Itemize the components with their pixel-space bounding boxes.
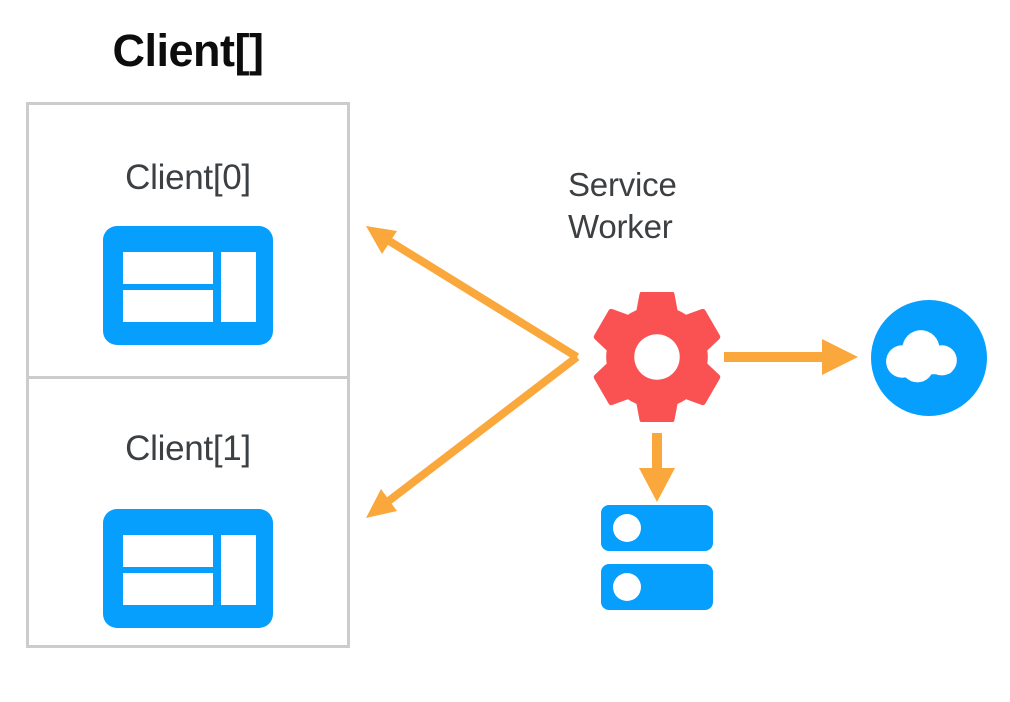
browser-pane-top	[123, 535, 213, 567]
browser-pane-side	[221, 252, 256, 322]
browser-window-icon	[103, 509, 273, 628]
arrow-service-worker-to-client-0	[366, 226, 580, 361]
database-icon	[601, 505, 713, 610]
browser-window-icon	[103, 226, 273, 345]
client-item-1: Client[1]	[29, 376, 347, 651]
browser-pane-top	[123, 252, 213, 284]
client-0-label: Client[0]	[125, 158, 251, 197]
arrow-service-worker-to-client-1	[366, 353, 580, 518]
page-title: Client[]	[112, 25, 264, 76]
client-array-container: Client[0] Client[1]	[26, 102, 350, 648]
database-row-top	[601, 505, 713, 551]
client-1-label: Client[1]	[125, 429, 251, 468]
service-worker-label-line1: Service	[568, 166, 677, 203]
browser-pane-side	[221, 535, 256, 605]
cloud-icon	[871, 300, 987, 416]
database-row-bottom	[601, 564, 713, 610]
client-item-0: Client[0]	[29, 105, 347, 376]
arrow-service-worker-to-network	[724, 339, 858, 375]
browser-pane-bottom	[123, 290, 213, 322]
database-indicator-dot	[613, 573, 641, 601]
gear-icon	[592, 291, 722, 423]
browser-pane-bottom	[123, 573, 213, 605]
service-worker-label: Service Worker	[568, 164, 768, 248]
database-indicator-dot	[613, 514, 641, 542]
arrow-service-worker-to-storage	[639, 433, 675, 502]
service-worker-label-line2: Worker	[568, 208, 673, 246]
